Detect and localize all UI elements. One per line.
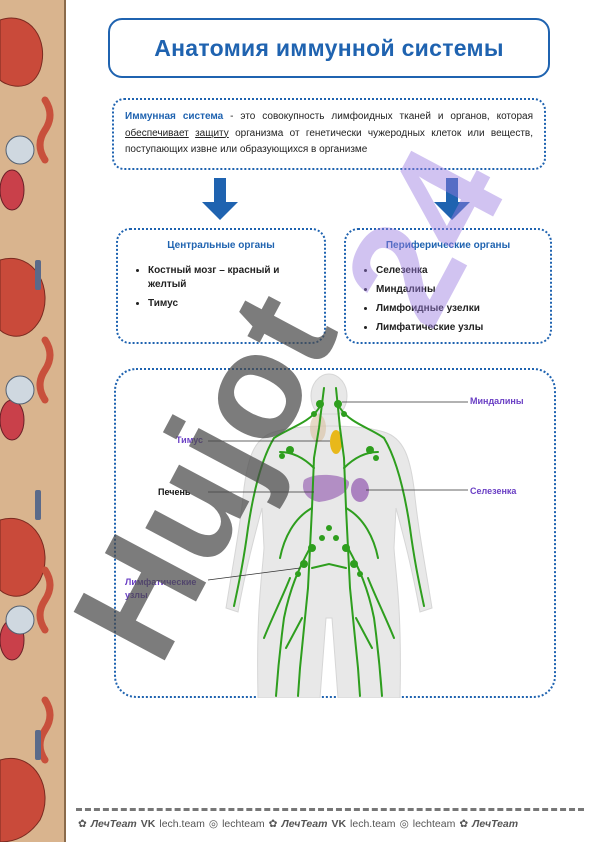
definition-underlined-2: защиту xyxy=(195,127,229,139)
footer: ✿ ЛечTeam VK lech.team ◎ lechteam ✿ ЛечT… xyxy=(78,818,586,830)
label-lymph-nodes-2: узлы xyxy=(125,590,148,600)
arrow-down-icon xyxy=(434,178,470,220)
title-box: Анатомия иммунной системы xyxy=(108,18,550,78)
footer-brand: ЛечTeam xyxy=(472,818,519,830)
footer-divider xyxy=(76,808,584,811)
central-organs-list: Костный мозг – красный и желтый Тимус xyxy=(130,264,312,311)
list-item: Лимфоидные узелки xyxy=(376,302,538,316)
vk-icon: VK xyxy=(331,818,347,830)
footer-instagram-link[interactable]: lechteam xyxy=(412,818,456,830)
anatomy-pattern-image xyxy=(0,0,64,842)
lymph-nodes xyxy=(279,400,379,577)
body-lymphatic-illustration xyxy=(207,373,468,698)
arrow-down-icon xyxy=(202,178,238,220)
thymus-organ xyxy=(330,430,342,454)
lymphatic-diagram-box xyxy=(114,368,556,698)
peripheral-organs-heading: Периферические органы xyxy=(385,240,511,251)
label-pointers xyxy=(207,401,468,581)
vk-icon: VK xyxy=(140,818,156,830)
definition-text-part1: - это совокупность лимфоидных тканей и о… xyxy=(223,111,534,122)
definition-term: Иммунная система xyxy=(125,111,224,122)
brain-icon: ✿ xyxy=(459,818,469,830)
definition-text-part2: организма от генетически чужеродных клет… xyxy=(125,127,533,156)
peripheral-organs-list: Селезенка Миндалины Лимфоидные узелки Ли… xyxy=(358,264,538,335)
instagram-icon: ◎ xyxy=(208,818,219,830)
decorative-sidebar xyxy=(0,0,66,842)
peripheral-organs-box: Периферические органы Селезенка Миндалин… xyxy=(344,228,552,344)
list-item: Тимус xyxy=(148,297,312,311)
central-organs-box: Центральные органы Костный мозг – красны… xyxy=(116,228,326,344)
brain-icon: ✿ xyxy=(78,818,87,830)
footer-instagram-link[interactable]: lechteam xyxy=(222,818,265,830)
list-item: Лимфатические узлы xyxy=(376,321,538,335)
footer-vk-link[interactable]: lech.team xyxy=(350,818,396,830)
label-thymus: Тимус xyxy=(176,435,204,445)
definition-underlined-1: обеспечивает xyxy=(125,127,189,139)
footer-brand: ЛечTeam xyxy=(281,818,328,830)
liver-organ xyxy=(302,474,350,502)
label-lymph-nodes-1: Лимфатические xyxy=(125,577,197,587)
footer-brand: ЛечTeam xyxy=(90,818,137,830)
list-item: Миндалины xyxy=(376,283,538,297)
label-liver: Печень xyxy=(158,487,191,497)
spleen-organ xyxy=(351,478,369,502)
page-title: Анатомия иммунной системы xyxy=(154,34,504,61)
definition-box: Иммунная система - это совокупность лимф… xyxy=(112,98,546,170)
label-tonsils: Миндалины xyxy=(470,396,524,406)
central-organs-heading: Центральные органы xyxy=(167,240,275,251)
brain-icon: ✿ xyxy=(268,818,278,830)
list-item: Костный мозг – красный и желтый xyxy=(148,264,312,292)
label-spleen: Селезенка xyxy=(470,486,517,496)
list-item: Селезенка xyxy=(376,264,538,278)
footer-vk-link[interactable]: lech.team xyxy=(159,818,205,830)
instagram-icon: ◎ xyxy=(399,818,409,830)
